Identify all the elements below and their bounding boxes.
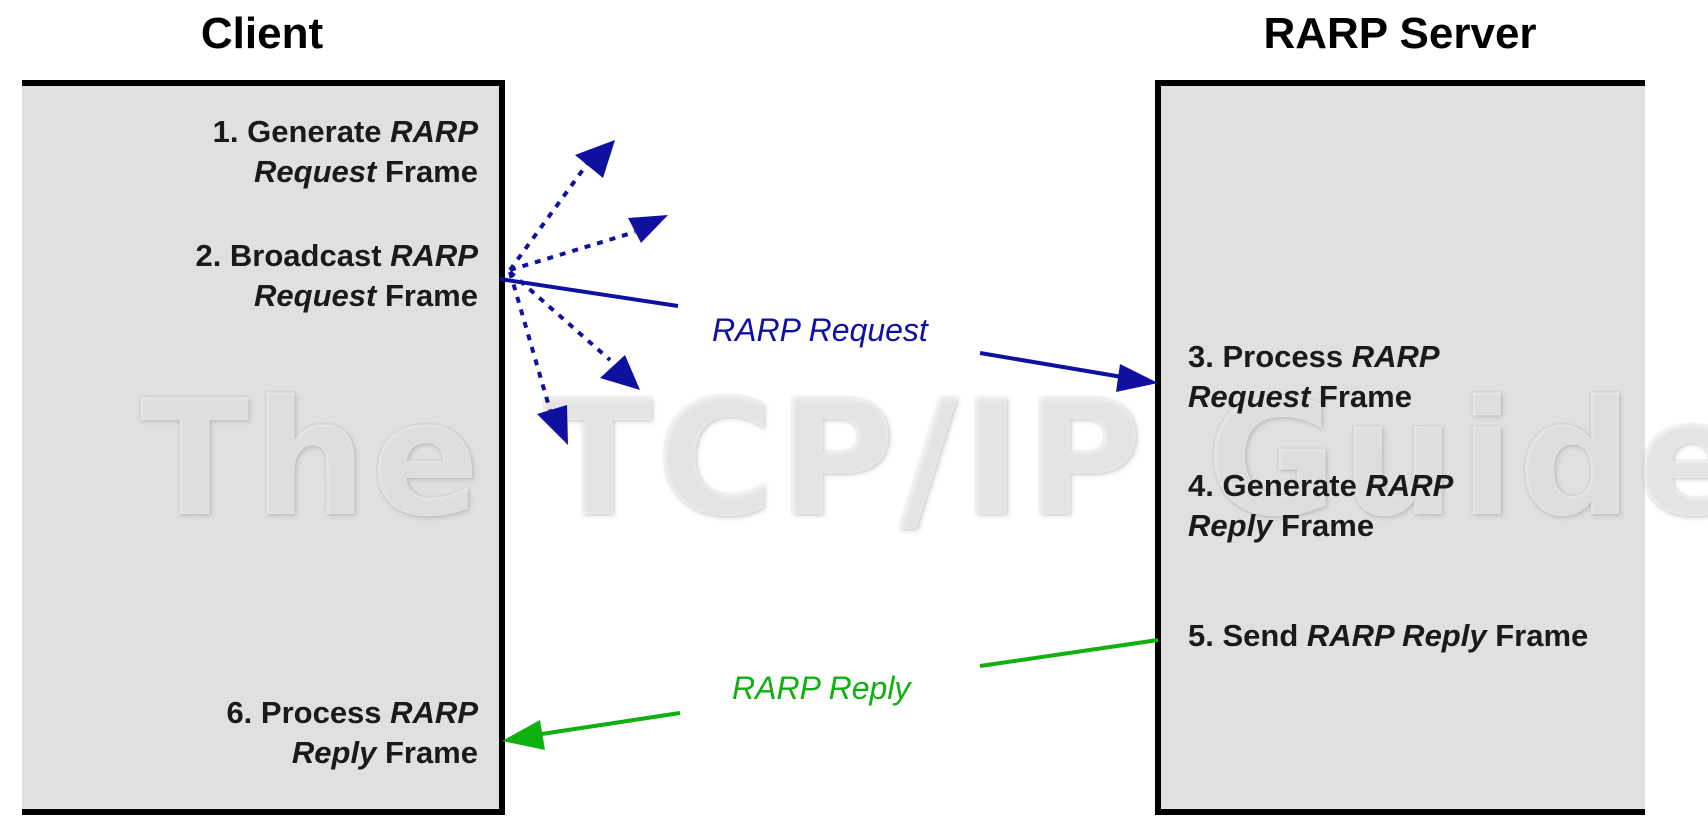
step-4-num: 4. Generate <box>1188 468 1366 503</box>
broadcast-head-1 <box>575 140 615 178</box>
step-2: 2. Broadcast RARP Request Frame <box>195 236 478 316</box>
reply-arrow <box>502 638 1159 750</box>
request-line-right <box>979 351 1129 380</box>
request-arrow <box>499 277 1158 392</box>
step-2-num: 2. Broadcast <box>195 238 391 273</box>
request-line-left <box>499 277 679 308</box>
step-5: 5. Send RARP Reply Frame <box>1188 616 1588 656</box>
step-3-em2: Request <box>1188 379 1311 414</box>
broadcast-arrows <box>508 140 668 445</box>
step-1: 1. Generate RARP Request Frame <box>213 112 478 192</box>
step-5-tail: Frame <box>1486 618 1589 653</box>
step-6-tail: Frame <box>376 735 478 770</box>
step-2-em1: RARP <box>390 238 478 273</box>
broadcast-line-2 <box>509 230 636 272</box>
step-4: 4. Generate RARP Reply Frame <box>1188 466 1453 546</box>
request-label: RARP Request <box>712 312 928 348</box>
client-header: Client <box>200 9 324 58</box>
step-6-em1: RARP <box>390 695 478 730</box>
reply-line-right <box>979 638 1159 668</box>
step-1-em2: Request <box>254 154 377 189</box>
reply-label: RARP Reply <box>732 670 911 706</box>
step-3: 3. Process RARP Request Frame <box>1188 337 1440 417</box>
step-3-tail: Frame <box>1310 379 1412 414</box>
client-panel <box>22 80 505 815</box>
request-arrowhead <box>1116 364 1158 392</box>
broadcast-head-3 <box>600 355 640 390</box>
step-1-num: 1. Generate <box>212 114 391 149</box>
broadcast-head-4 <box>537 405 568 445</box>
server-header: RARP Server <box>1263 9 1537 58</box>
step-6: 6. Process RARP Reply Frame <box>226 693 478 773</box>
broadcast-line-1 <box>508 158 592 272</box>
server-panel <box>1155 80 1645 815</box>
step-2-em2: Request <box>254 278 377 313</box>
step-3-num: 3. Process <box>1188 339 1352 374</box>
reply-arrowhead <box>502 720 545 750</box>
step-1-tail: Frame <box>376 154 478 189</box>
step-4-tail: Frame <box>1272 508 1375 543</box>
broadcast-line-4 <box>508 271 552 411</box>
step-2-tail: Frame <box>376 278 478 313</box>
step-5-num: 5. Send <box>1188 618 1307 653</box>
step-4-em2: Reply <box>1188 508 1273 543</box>
step-6-em2: Reply <box>291 735 377 770</box>
step-5-em1: RARP Reply <box>1306 618 1487 653</box>
step-3-em1: RARP <box>1351 339 1440 374</box>
reply-line-left <box>534 711 681 737</box>
broadcast-line-3 <box>508 270 612 362</box>
step-1-em1: RARP <box>390 114 478 149</box>
step-6-num: 6. Process <box>226 695 391 730</box>
broadcast-head-2 <box>628 215 668 243</box>
step-4-em1: RARP <box>1365 468 1454 503</box>
